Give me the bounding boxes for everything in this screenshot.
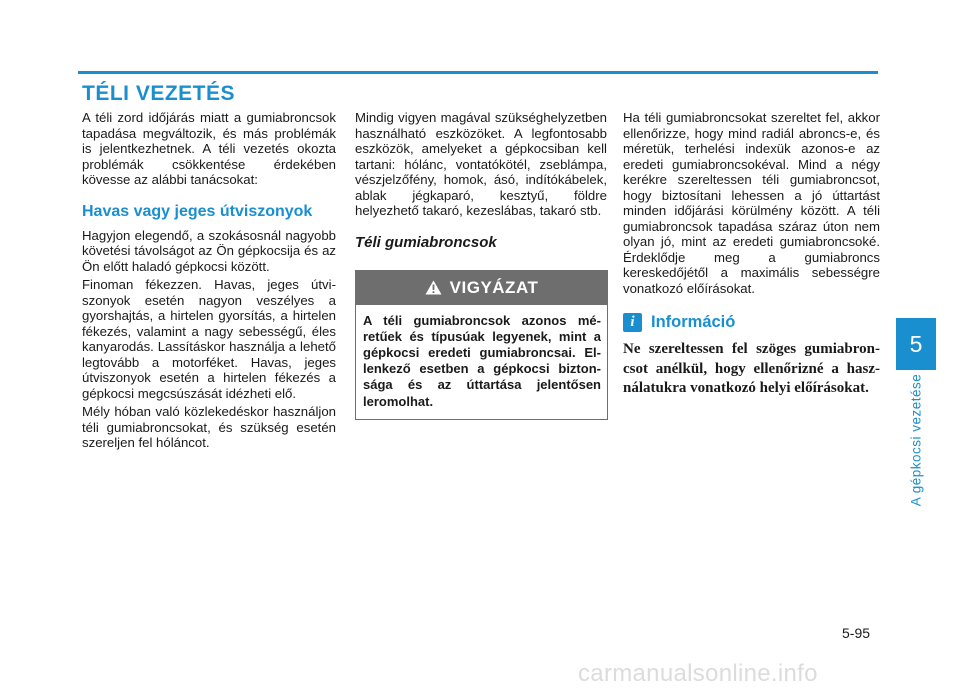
paragraph: Mindig vigyen magával szükséghelyzet­ben… bbox=[355, 110, 607, 218]
header-rule bbox=[78, 71, 878, 74]
chapter-tab: 5 bbox=[896, 318, 936, 370]
info-title: Információ bbox=[651, 312, 736, 331]
column-3: Ha téli gumiabroncsokat szereltet fel, a… bbox=[623, 110, 880, 399]
info-icon: i bbox=[623, 313, 642, 332]
info-text: Ne szereltessen fel szöges gumiabron­cso… bbox=[623, 341, 880, 396]
paragraph: Mély hóban való közlekedéskor hasz­náljo… bbox=[82, 404, 336, 450]
warning-header: VIGYÁZAT bbox=[356, 270, 607, 305]
intro-paragraph: A téli zord időjárás miatt a gumiabron­c… bbox=[82, 110, 336, 187]
paragraph: Hagyjon elegendő, a szokásosnál na­gyobb… bbox=[82, 227, 336, 274]
warning-triangle-icon bbox=[425, 280, 442, 295]
page-number: 5-95 bbox=[842, 625, 871, 641]
column-1: A téli zord időjárás miatt a gumiabron­c… bbox=[82, 110, 336, 451]
section-heading-winter-tires: Téli gumiabroncsok bbox=[355, 233, 497, 251]
column-2: Mindig vigyen magával szükséghelyzet­ben… bbox=[355, 110, 608, 420]
warning-box: VIGYÁZAT A téli gumiabroncsok azonos mé­… bbox=[355, 269, 608, 420]
warning-text: A téli gumiabroncsok azonos mé­retűek és… bbox=[363, 312, 601, 409]
chapter-side-label: A gépkocsi vezetése bbox=[908, 373, 924, 507]
section-heading-snow-ice: Havas vagy jeges útviszonyok bbox=[82, 202, 313, 220]
warning-title: VIGYÁZAT bbox=[449, 277, 539, 297]
paragraph: Ha téli gumiabroncsokat szereltet fel, a… bbox=[623, 110, 880, 296]
info-heading: i Információ bbox=[623, 313, 880, 332]
paragraph: Finoman fékezzen. Havas, jeges útvi­szon… bbox=[82, 277, 336, 401]
watermark: carmanualsonline.info bbox=[578, 660, 818, 687]
page-title: TÉLI VEZETÉS bbox=[82, 82, 236, 105]
